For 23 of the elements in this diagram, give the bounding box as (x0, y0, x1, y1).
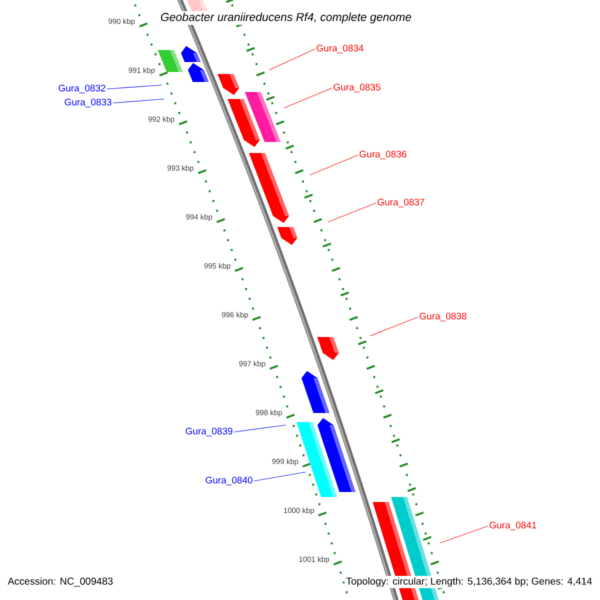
leader-line (254, 472, 306, 482)
leader-line (268, 48, 316, 70)
leader-line (328, 202, 376, 222)
leader-line (112, 98, 164, 104)
footer-note: Topology: circular; Length: 5,136,364 bp; Genes: 4,414 (344, 576, 594, 588)
gene-label: Gura_0839 (186, 428, 232, 436)
gene-label: Gura_0835 (334, 84, 380, 92)
leader-line (106, 84, 162, 90)
leader-line (440, 526, 488, 544)
leader-line (310, 154, 358, 176)
footer-note: Accession: NC_009483 (6, 576, 115, 588)
leader-line (234, 424, 286, 432)
gene-label: Gura_0836 (360, 150, 406, 160)
gene-label: Gura_0832 (58, 84, 106, 94)
title: Geobacter uraniireducens Rf4, complete genome (158, 11, 414, 25)
gene-label: Gura_0837 (378, 198, 424, 208)
leader-line (370, 316, 418, 336)
gene-label: Gura_0834 (316, 44, 364, 54)
gene-label: Gura_0838 (420, 312, 466, 322)
leader-line (284, 88, 332, 108)
gene-label: Gura_0833 (64, 98, 112, 108)
gene-label: Gura_0841 (490, 522, 536, 530)
gene-label: Gura_0840 (206, 476, 252, 486)
